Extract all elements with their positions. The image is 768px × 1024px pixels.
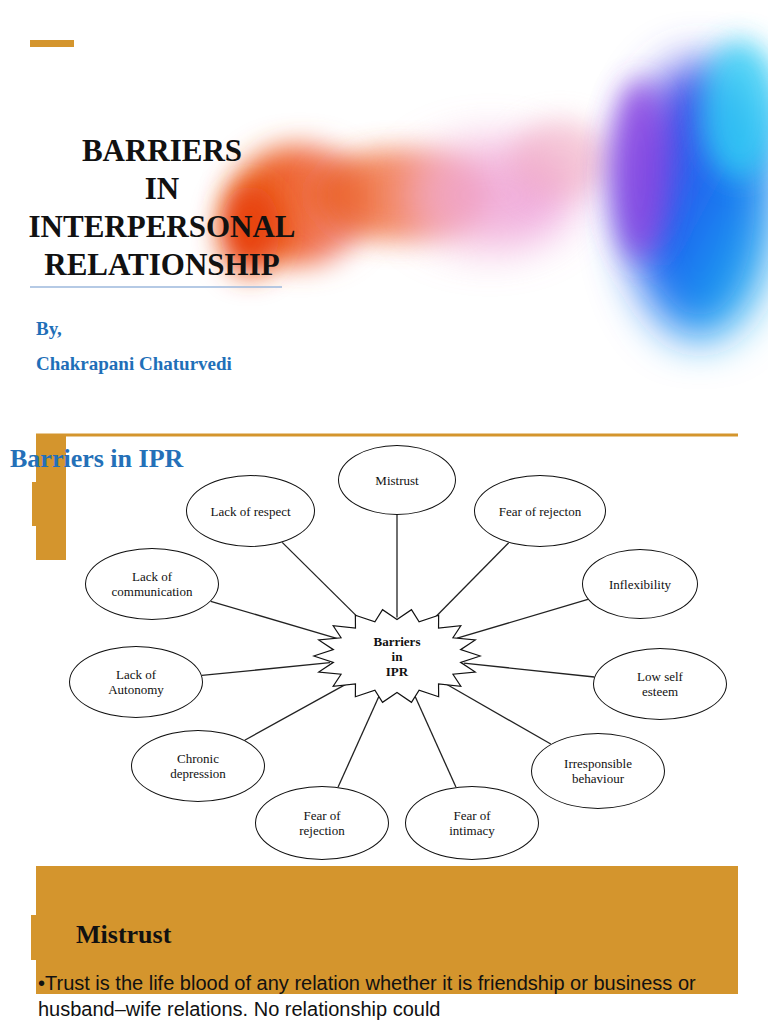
connector-line bbox=[282, 542, 363, 622]
barrier-ellipse: Lack of communication bbox=[85, 548, 219, 620]
barrier-ellipse: Fear of rejecton bbox=[474, 475, 606, 547]
author-prefix: By, bbox=[36, 318, 62, 340]
author-name: Chakrapani Chaturvedi bbox=[36, 353, 232, 375]
slide-title: BARRIERS IN INTERPERSONAL RELATIONSHIP bbox=[2, 132, 322, 284]
barrier-label: Lack of Autonomy bbox=[94, 667, 178, 697]
band-heading: Mistrust bbox=[76, 920, 171, 950]
node-text-group: Fear of intimacy bbox=[430, 808, 514, 838]
barrier-label: Chronic depression bbox=[156, 751, 240, 781]
connector-line bbox=[211, 601, 337, 638]
node-text-group: Lack of Autonomy bbox=[94, 667, 178, 697]
barrier-ellipse: Fear of rejection bbox=[255, 786, 389, 860]
barrier-label: Fear of rejecton bbox=[499, 504, 581, 519]
connector-line bbox=[396, 515, 397, 618]
connector-line bbox=[245, 683, 349, 740]
title-underline bbox=[30, 286, 282, 288]
barrier-ellipse: Low self esteem bbox=[593, 648, 727, 720]
barrier-ellipse: Inflexibility bbox=[582, 549, 698, 619]
barrier-ellipse: Lack of respect bbox=[186, 475, 315, 547]
center-star: Barriers in IPR bbox=[312, 608, 482, 704]
barrier-ellipse: Fear of intimacy bbox=[405, 786, 539, 860]
node-text-group: Fear of rejecton bbox=[499, 504, 581, 519]
connector-line bbox=[457, 599, 588, 638]
barrier-label: Irresponsible behaviour bbox=[556, 756, 640, 786]
barrier-ellipse: Chronic depression bbox=[131, 730, 265, 802]
barrier-label: Low self esteem bbox=[618, 669, 702, 699]
node-text-group: Fear of rejection bbox=[280, 808, 364, 838]
body-text: •Trust is the life blood of any relation… bbox=[38, 970, 750, 1022]
barrier-ellipse: Irresponsible behaviour bbox=[531, 733, 665, 809]
divider-line bbox=[36, 434, 738, 437]
barrier-label: Fear of intimacy bbox=[430, 808, 514, 838]
accent-bar bbox=[30, 40, 74, 47]
side-tab bbox=[31, 915, 40, 960]
barrier-label: Lack of respect bbox=[210, 504, 290, 519]
barrier-label: Lack of communication bbox=[110, 569, 194, 599]
barrier-label: Fear of rejection bbox=[280, 808, 364, 838]
connector-line bbox=[202, 663, 330, 676]
connector-line bbox=[445, 683, 551, 744]
connector-line bbox=[430, 543, 509, 623]
node-text-group: Lack of communication bbox=[110, 569, 194, 599]
node-text-group: Low self esteem bbox=[618, 669, 702, 699]
connector-line bbox=[414, 693, 456, 787]
paint-swirl bbox=[220, 40, 768, 340]
section-heading: Barriers in IPR bbox=[10, 444, 183, 474]
barrier-ellipse: Mistrust bbox=[338, 445, 456, 515]
connector-line bbox=[464, 663, 595, 677]
barrier-label: Inflexibility bbox=[609, 577, 671, 592]
star-label: Barriers in IPR bbox=[362, 634, 432, 679]
barrier-label: Mistrust bbox=[375, 473, 418, 488]
node-text-group: Barriers in IPR bbox=[362, 634, 432, 679]
connector-line bbox=[338, 693, 380, 787]
node-text-group: Lack of respect bbox=[210, 504, 290, 519]
node-text-group: Inflexibility bbox=[609, 577, 671, 592]
barrier-ellipse: Lack of Autonomy bbox=[69, 646, 203, 718]
side-tab bbox=[32, 482, 40, 526]
node-text-group: Mistrust bbox=[375, 473, 418, 488]
node-text-group: Chronic depression bbox=[156, 751, 240, 781]
node-text-group: Irresponsible behaviour bbox=[556, 756, 640, 786]
